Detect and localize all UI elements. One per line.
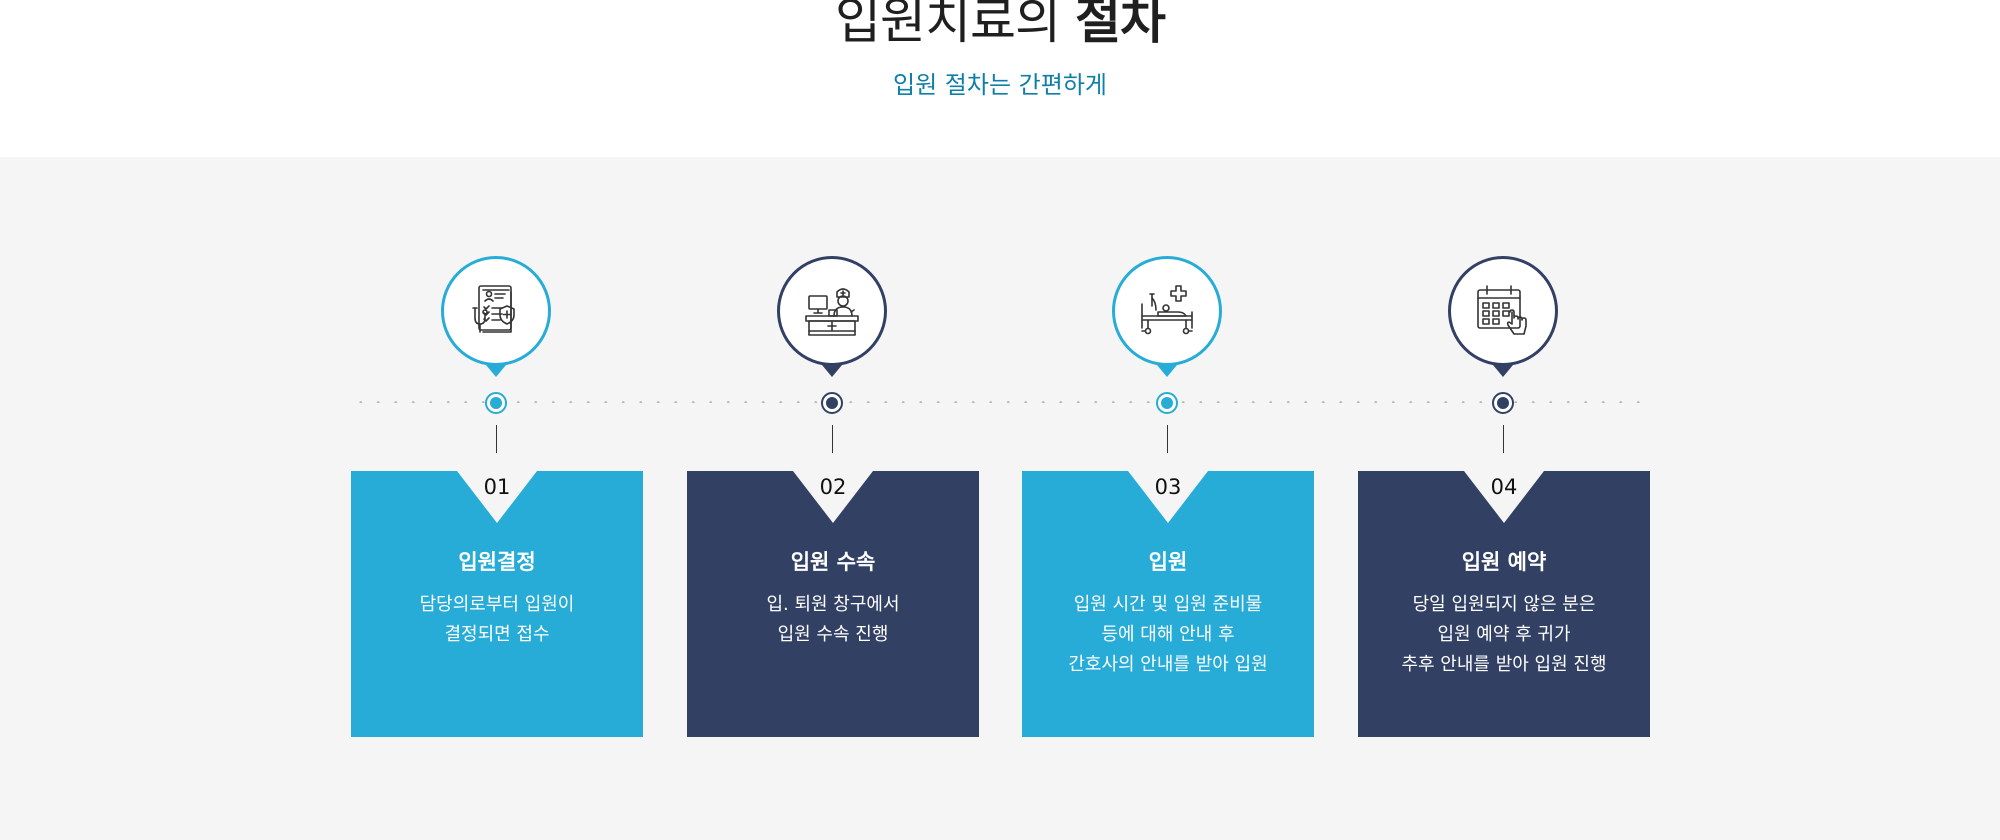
- step-3-pin-tip: [1157, 365, 1177, 377]
- step-1: 01 입원결정 담당의로부터 입원이 결정되면 접수: [351, 0, 643, 840]
- step-1-desc-line-2: 결정되면 접수: [444, 624, 550, 645]
- step-4-connector: [1503, 425, 1504, 453]
- step-3-card: 03 입원 입원 시간 및 입원 준비물 등에 대해 안내 후 간호사의 안내를…: [1022, 471, 1314, 737]
- step-2-desc-line-2: 입원 수속 진행: [777, 624, 889, 645]
- procedure-section: [0, 157, 2000, 840]
- step-2-pin-tip: [822, 365, 842, 377]
- step-2-desc-line-1: 입. 퇴원 창구에서: [766, 594, 900, 615]
- step-4-desc-line-3: 추후 안내를 받아 입원 진행: [1401, 654, 1607, 675]
- medical-document-icon: [472, 285, 515, 333]
- step-2-connector: [832, 425, 833, 453]
- step-3-connector: [1167, 425, 1168, 453]
- step-3-icon-badge: [1112, 256, 1222, 366]
- step-4-number: 04: [1490, 475, 1518, 499]
- step-4-pin-tip: [1493, 365, 1513, 377]
- step-1-icon-badge: [441, 256, 551, 366]
- step-4-timeline-node: [1492, 392, 1514, 414]
- step-1-desc-line-1: 담당의로부터 입원이: [419, 594, 575, 615]
- step-2: 02 입원 수속 입. 퇴원 창구에서 입원 수속 진행: [687, 0, 979, 840]
- step-3-desc-line-3: 간호사의 안내를 받아 입원: [1068, 654, 1268, 675]
- step-4-title: 입원 예약: [1461, 550, 1547, 574]
- step-4-card: 04 입원 예약 당일 입원되지 않은 분은 입원 예약 후 귀가 추후 안내를…: [1358, 471, 1650, 737]
- step-3-notch: [1128, 471, 1208, 523]
- step-1-notch: [457, 471, 537, 523]
- timeline-dotted-line: [352, 401, 1642, 403]
- page-title-bold: 절차: [1074, 0, 1166, 50]
- step-1-number: 01: [483, 475, 511, 499]
- step-3-desc-line-1: 입원 시간 및 입원 준비물: [1073, 594, 1263, 615]
- step-4-desc-line-1: 당일 입원되지 않은 분은: [1412, 594, 1596, 615]
- step-4-desc-line-2: 입원 예약 후 귀가: [1437, 624, 1571, 645]
- step-2-notch: [793, 471, 873, 523]
- step-2-card: 02 입원 수속 입. 퇴원 창구에서 입원 수속 진행: [687, 471, 979, 737]
- page-title: 입원치료의 절차: [0, 0, 2000, 56]
- step-3-desc-line-2: 등에 대해 안내 후: [1101, 624, 1235, 645]
- calendar-touch-icon: [1477, 285, 1527, 335]
- step-1-timeline-node: [485, 392, 507, 414]
- step-4-icon-badge: [1448, 256, 1558, 366]
- step-1-pin-tip: [486, 365, 506, 377]
- step-1-description: 담당의로부터 입원이 결정되면 접수: [351, 590, 643, 650]
- nurse-desk-icon: [805, 288, 859, 336]
- step-2-description: 입. 퇴원 창구에서 입원 수속 진행: [687, 590, 979, 650]
- step-3: 03 입원 입원 시간 및 입원 준비물 등에 대해 안내 후 간호사의 안내를…: [1022, 0, 1314, 840]
- step-2-number: 02: [819, 475, 847, 499]
- header-section: 입원치료의 절차 입원 절차는 간편하게: [0, 0, 2000, 157]
- step-3-number: 03: [1154, 475, 1182, 499]
- step-2-title: 입원 수속: [790, 550, 876, 574]
- step-3-title: 입원: [1148, 550, 1188, 574]
- step-1-title: 입원결정: [458, 550, 536, 574]
- step-3-description: 입원 시간 및 입원 준비물 등에 대해 안내 후 간호사의 안내를 받아 입원: [1022, 590, 1314, 680]
- step-4-notch: [1464, 471, 1544, 523]
- step-4: 04 입원 예약 당일 입원되지 않은 분은 입원 예약 후 귀가 추후 안내를…: [1358, 0, 1650, 840]
- hospital-bed-icon: [1141, 285, 1193, 335]
- page-title-light: 입원치료의: [835, 0, 1075, 50]
- step-1-connector: [496, 425, 497, 453]
- step-4-description: 당일 입원되지 않은 분은 입원 예약 후 귀가 추후 안내를 받아 입원 진행: [1358, 590, 1650, 680]
- page-subtitle: 입원 절차는 간편하게: [893, 71, 1107, 99]
- step-2-timeline-node: [821, 392, 843, 414]
- step-2-icon-badge: [777, 256, 887, 366]
- step-1-card: 01 입원결정 담당의로부터 입원이 결정되면 접수: [351, 471, 643, 737]
- step-3-timeline-node: [1156, 392, 1178, 414]
